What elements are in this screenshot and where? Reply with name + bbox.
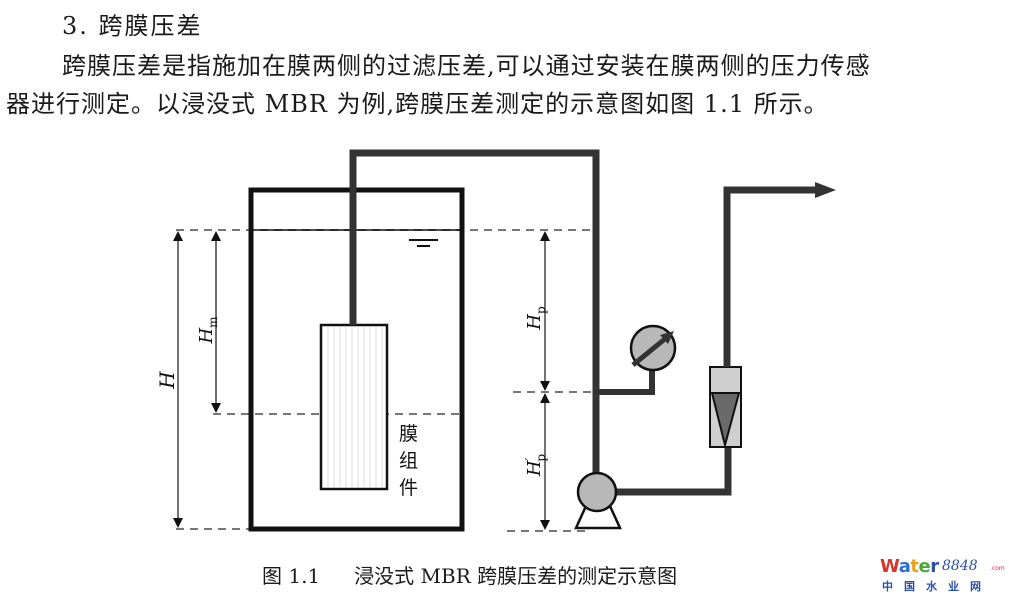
pump-outlet-pipe (610, 446, 732, 496)
watermark-number: 8848 (942, 558, 978, 574)
gauge-needle-tip-icon (660, 331, 674, 344)
watermark-logo: Water 8848 .com 中国水业网 (880, 556, 1005, 596)
paragraph-line-1: 跨膜压差是指施加在膜两侧的过滤压差,可以通过安装在膜两侧的压力传感 (62, 52, 871, 80)
paragraph-line-2: 器进行测定。以浸没式 MBR 为例,跨膜压差测定的示意图如图 1.1 所示。 (6, 90, 829, 118)
flowmeter (709, 366, 742, 449)
caption-number: 图 1.1 (262, 564, 321, 588)
suction-pipe (349, 149, 600, 490)
gauge-needle (631, 336, 668, 367)
outlet-arrow-icon (815, 182, 836, 198)
module-label-char-3: 件 (399, 477, 418, 499)
watermark-brand-letter: t (910, 556, 919, 577)
caption-text: 浸没式 MBR 跨膜压差的测定示意图 (354, 564, 678, 588)
watermark-brand-letter: r (930, 556, 939, 577)
gauge-branch-pipe (596, 368, 655, 395)
membrane-module (319, 323, 389, 491)
module-label-char-1: 膜 (399, 423, 418, 445)
flowmeter-float (710, 392, 741, 449)
outlet-pipe (723, 186, 818, 367)
water-level-symbol (409, 239, 438, 247)
pressure-gauge (629, 324, 677, 372)
watermark-brand-letter: e (918, 556, 931, 577)
module-label-char-2: 组 (399, 450, 418, 472)
label-Hm: Hm (196, 316, 220, 345)
section-heading: 3. 跨膜压差 (62, 12, 203, 40)
watermark-brand-letter: W (880, 556, 899, 577)
watermark-chinese-name: 中国水业网 (882, 580, 992, 593)
label-H: H (155, 371, 179, 390)
watermark-brand: Water (880, 556, 939, 577)
pump (574, 471, 622, 530)
figure-caption: 图 1.1 浸没式 MBR 跨膜压差的测定示意图 (262, 560, 677, 589)
label-Hp-prime: H′p (523, 454, 548, 477)
label-Hp: Hp (524, 306, 548, 331)
dimension-lines (173, 231, 550, 530)
watermark-brand-letter: a (898, 556, 911, 577)
watermark-tld: .com (990, 565, 1005, 572)
